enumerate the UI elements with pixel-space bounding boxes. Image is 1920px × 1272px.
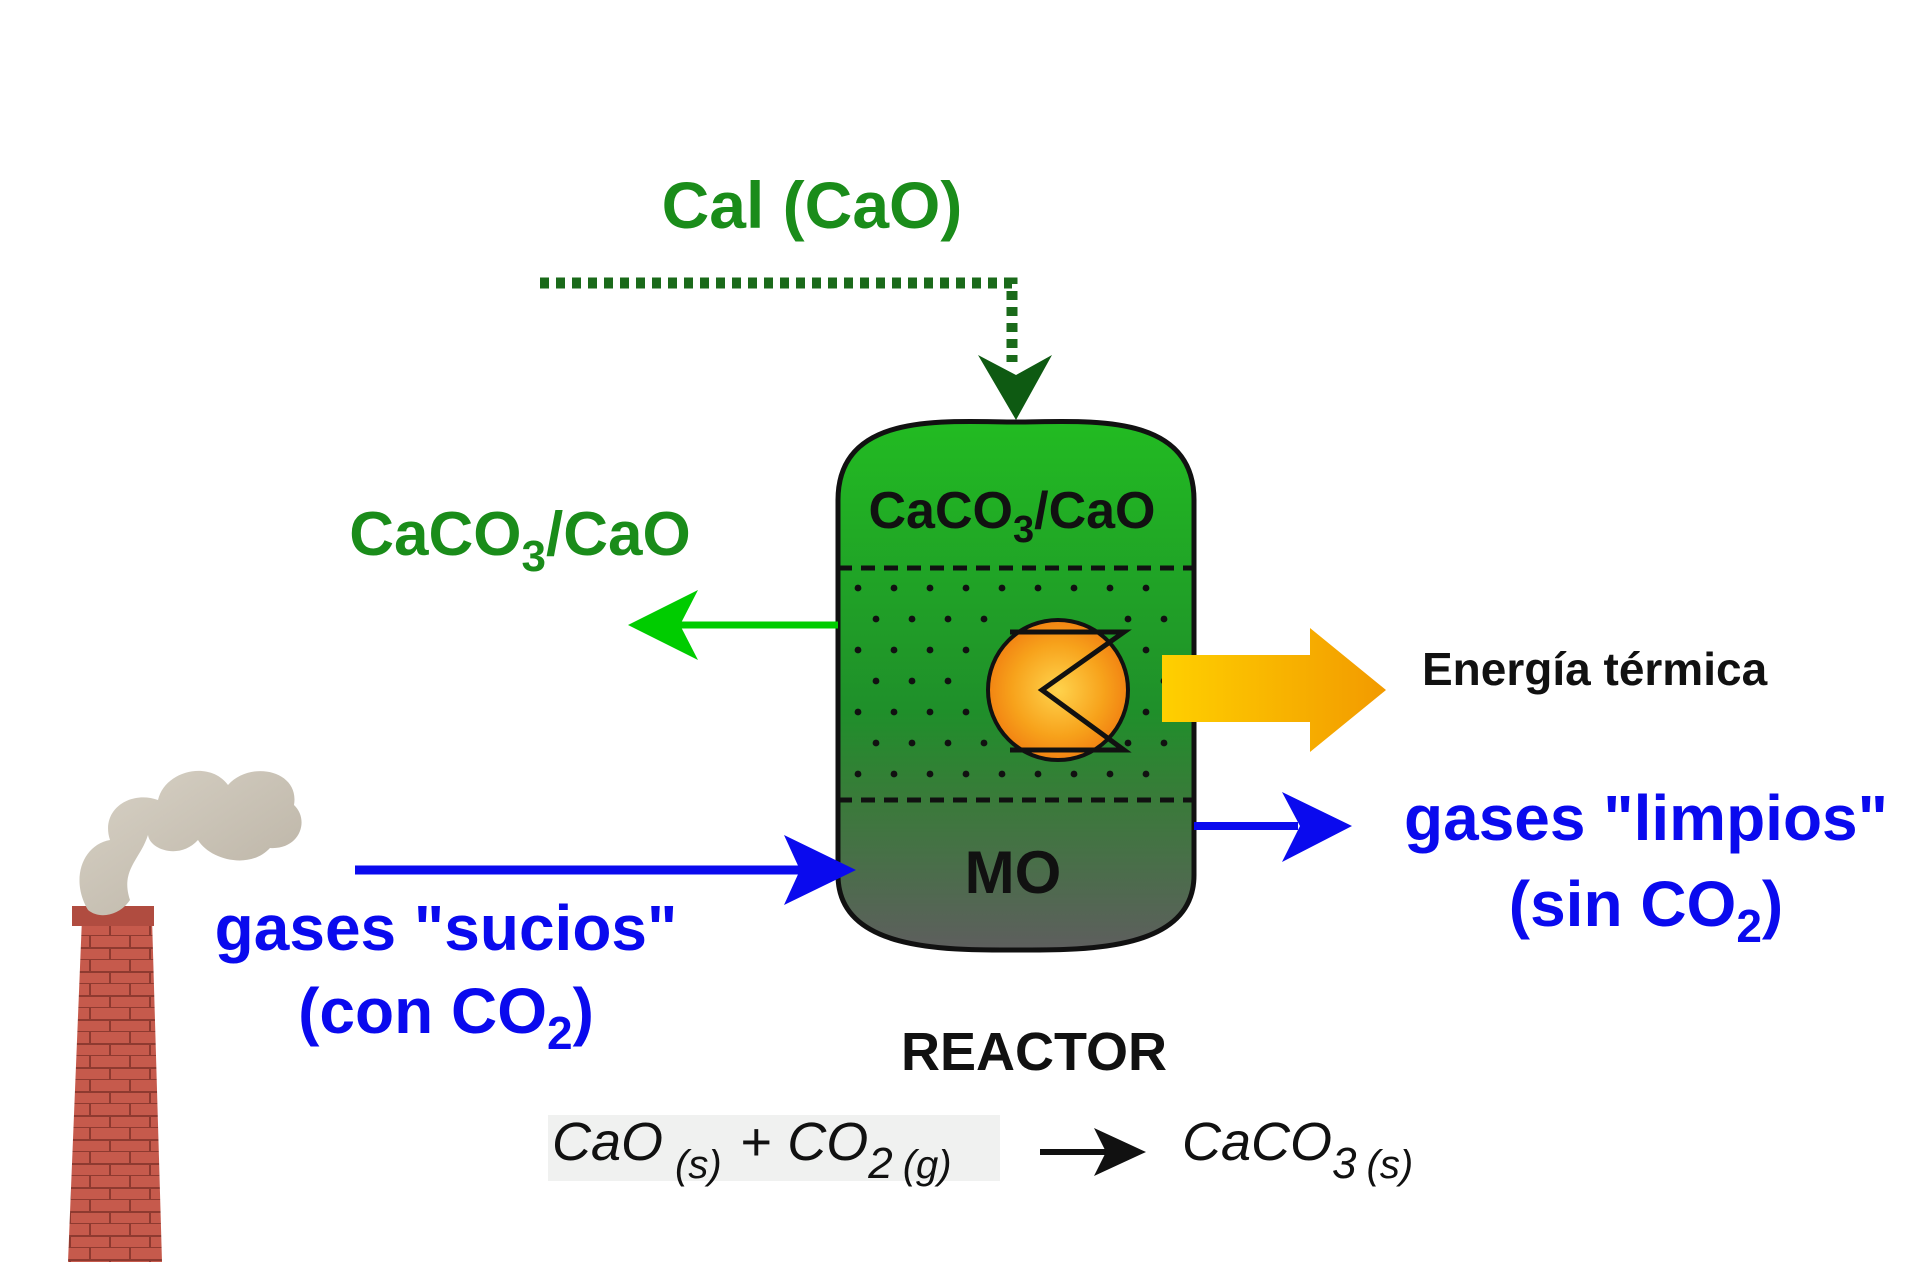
bed-particle bbox=[998, 770, 1006, 778]
fluidized-bed-particles bbox=[854, 584, 1168, 778]
reaction-arrow bbox=[1040, 1128, 1146, 1176]
bed-particle bbox=[980, 739, 988, 747]
lime-feed-arrow bbox=[540, 277, 1052, 420]
reactor-bottom-label: MO bbox=[965, 839, 1062, 906]
equation-reactants-background bbox=[548, 1115, 1000, 1181]
equation-reactants: CaO(s)+CO2(g) bbox=[552, 1112, 952, 1188]
bed-particle bbox=[908, 677, 916, 685]
smoke-icon bbox=[79, 770, 302, 916]
dirty-gas-label-line2: (con CO2) bbox=[298, 975, 594, 1059]
bed-particle bbox=[890, 708, 898, 716]
bed-particle bbox=[872, 739, 880, 747]
bed-particle bbox=[944, 739, 952, 747]
bed-particle bbox=[908, 739, 916, 747]
bed-particle bbox=[962, 708, 970, 716]
bed-particle bbox=[908, 615, 916, 623]
energy-label: Energía térmica bbox=[1422, 643, 1768, 695]
reactor-top-label: CaCO3/CaO bbox=[869, 482, 1156, 551]
bed-particle bbox=[854, 584, 862, 592]
clean-gas-outlet-arrow bbox=[1194, 792, 1352, 862]
bed-particle bbox=[1142, 770, 1150, 778]
lime-input-label: Cal (CaO) bbox=[662, 168, 963, 242]
bed-particle bbox=[1034, 584, 1042, 592]
bed-particle bbox=[926, 708, 934, 716]
bed-particle bbox=[890, 770, 898, 778]
reactor-title: REACTOR bbox=[901, 1022, 1167, 1082]
heat-exchanger-icon bbox=[986, 618, 1132, 762]
bed-particle bbox=[1070, 584, 1078, 592]
bed-particle bbox=[1160, 739, 1168, 747]
bed-particle bbox=[890, 646, 898, 654]
equation-products: CaCO3(s) bbox=[1182, 1112, 1413, 1188]
clean-gas-label-line1: gases "limpios" bbox=[1404, 782, 1888, 854]
bed-particle bbox=[944, 615, 952, 623]
bed-particle bbox=[1070, 770, 1078, 778]
bed-particle bbox=[926, 646, 934, 654]
bed-particle bbox=[1142, 584, 1150, 592]
bed-particle bbox=[1106, 584, 1114, 592]
bed-particle bbox=[1160, 615, 1168, 623]
dirty-gas-label-line1: gases "sucios" bbox=[215, 892, 678, 964]
reaction-equation: CaO(s)+CO2(g) CaCO3(s) bbox=[548, 1112, 1413, 1188]
thermal-energy-arrow bbox=[1162, 628, 1386, 752]
bed-particle bbox=[1142, 646, 1150, 654]
bed-particle bbox=[890, 584, 898, 592]
bed-particle bbox=[926, 584, 934, 592]
bed-particle bbox=[998, 584, 1006, 592]
bed-particle bbox=[872, 615, 880, 623]
bed-particle bbox=[854, 708, 862, 716]
bed-particle bbox=[1106, 770, 1114, 778]
bed-particle bbox=[872, 677, 880, 685]
bed-particle bbox=[944, 677, 952, 685]
bed-particle bbox=[854, 646, 862, 654]
bed-particle bbox=[962, 646, 970, 654]
bed-particle bbox=[1142, 708, 1150, 716]
bed-particle bbox=[1124, 739, 1132, 747]
dirty-gas-inlet-arrow bbox=[355, 835, 856, 905]
solids-outlet-arrow bbox=[628, 590, 838, 660]
bed-particle bbox=[980, 615, 988, 623]
clean-gas-label-line2: (sin CO2) bbox=[1509, 868, 1783, 952]
bed-particle bbox=[962, 770, 970, 778]
bed-particle bbox=[1034, 770, 1042, 778]
bed-particle bbox=[926, 770, 934, 778]
bed-particle bbox=[1124, 615, 1132, 623]
chimney-icon bbox=[68, 906, 162, 1262]
solids-outlet-label: CaCO3/CaO bbox=[349, 500, 690, 581]
bed-particle bbox=[854, 770, 862, 778]
bed-particle bbox=[962, 584, 970, 592]
